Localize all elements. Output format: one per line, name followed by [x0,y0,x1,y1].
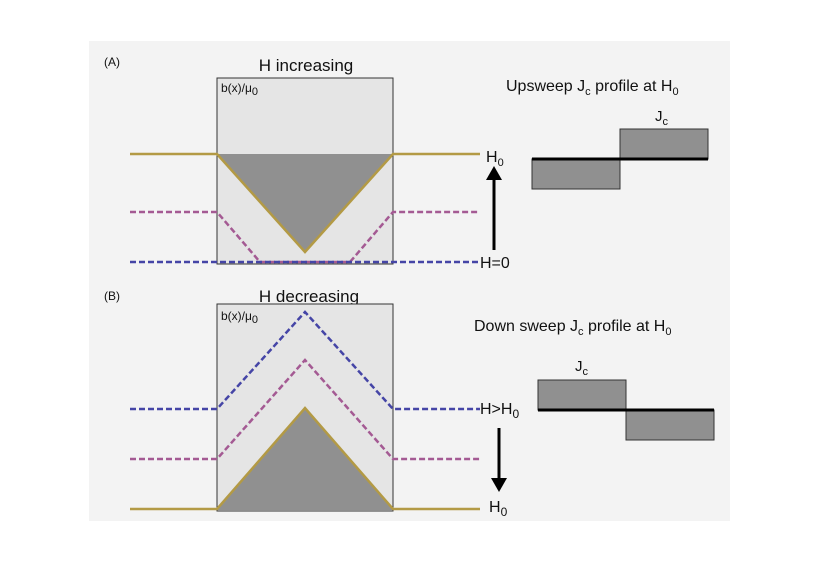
panel-a-tag: (A) [104,55,120,69]
panel-b-profile-title: Down sweep Jc profile at H0 [474,318,671,338]
panel-a-flux-profile [217,154,393,252]
panel-a-top-label: H0 [486,149,504,169]
panel-a-jc-bar-negative [531,158,621,190]
panel-a-bottom-label: H=0 [480,255,510,272]
panel-b-jc-label: Jc [575,358,589,378]
panel-a-field-line-intermediate [130,210,480,264]
panel-a-field-line-h0 [130,152,480,254]
panel-b-jc-bar-negative [625,409,715,441]
panel-b: (B) H decreasing b(x)/μ0 H>H0 H0 Down sw… [104,287,715,519]
panel-a: (A) H increasing b(x)/μ0 H0 H=0 Upsweep … [104,55,709,272]
panel-b-sample-label: b(x)/μ0 [221,309,258,326]
panel-b-tag: (B) [104,289,120,303]
panel-a-profile-title: Upsweep Jc profile at H0 [506,78,679,98]
panel-a-title: H increasing [259,56,354,75]
figure-background [89,41,730,521]
panel-a-jc-label: Jc [655,108,669,128]
panel-b-field-line-high [130,310,480,411]
panel-a-arrow-up-icon [486,166,502,180]
panel-b-field-line-h0 [130,406,480,511]
panel-b-top-label: H>H0 [480,401,519,421]
panel-b-jc-bar-positive [537,379,627,411]
panel-b-field-line-intermediate [130,358,480,461]
panel-a-jc-bar-positive [619,128,709,160]
panel-b-title: H decreasing [259,287,359,306]
panel-b-flux-profile [217,408,393,510]
panel-b-bottom-label: H0 [489,499,508,519]
panel-a-sample-label: b(x)/μ0 [221,81,258,98]
panel-b-arrow-down-icon [491,478,507,492]
